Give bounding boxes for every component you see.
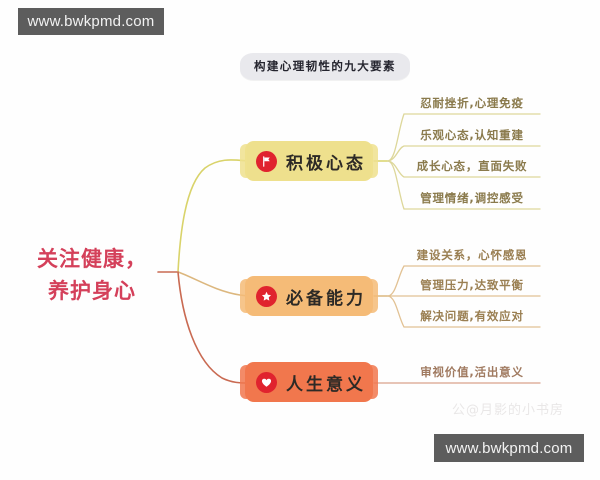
star-icon <box>256 285 277 307</box>
leaf-item[interactable]: 审视价值,活出意义 <box>420 365 524 379</box>
leaf-item[interactable]: 成长心态，直面失败 <box>416 159 528 173</box>
leaf-item[interactable]: 乐观心态,认知重建 <box>420 128 524 142</box>
root-line-1: 关注健康， <box>37 247 147 271</box>
branch-label: 积极心态 <box>286 153 366 174</box>
heart-icon <box>256 371 277 393</box>
leaf-item[interactable]: 忍耐挫折,心理免疫 <box>420 96 524 110</box>
branch-node-life-meaning[interactable]: 人生意义 <box>240 362 378 402</box>
leaf-item[interactable]: 管理情绪,调控感受 <box>420 191 524 205</box>
leaf-item[interactable]: 解决问题,有效应对 <box>420 309 524 323</box>
branch-label: 人生意义 <box>286 374 366 395</box>
watermark-top: www.bwkpmd.com <box>18 8 164 35</box>
page-title: 构建心理韧性的九大要素 <box>240 53 410 80</box>
faint-watermark: 公@月影的小书房 <box>452 403 565 418</box>
branch-label: 必备能力 <box>286 288 366 309</box>
branch-node-essential-abilities[interactable]: 必备能力 <box>240 276 378 316</box>
branch-node-positive-mindset[interactable]: 积极心态 <box>240 141 378 181</box>
root-line-2: 养护身心 <box>48 279 136 303</box>
flag-icon <box>256 150 277 172</box>
leaf-item[interactable]: 建设关系，心怀感恩 <box>416 248 528 262</box>
leaf-item[interactable]: 管理压力,达致平衡 <box>420 278 524 292</box>
watermark-bottom: www.bwkpmd.com <box>434 434 584 462</box>
root-node: 关注健康， 养护身心 <box>18 243 166 307</box>
